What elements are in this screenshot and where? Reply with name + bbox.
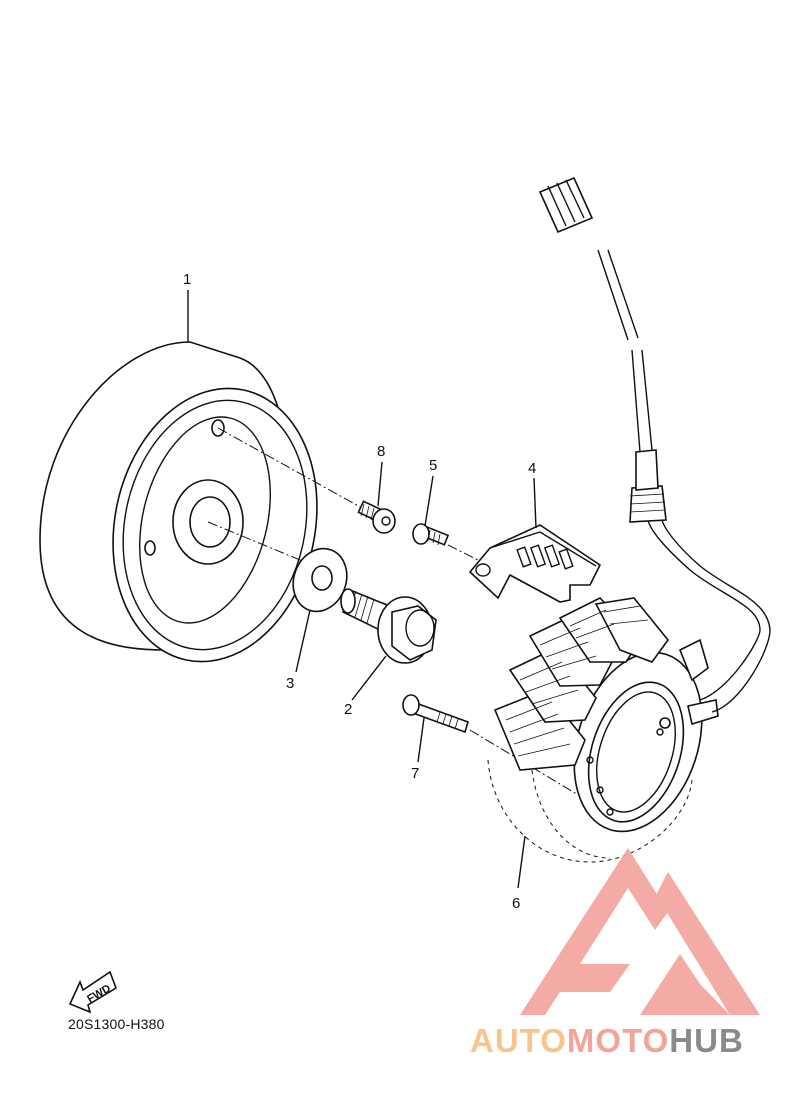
- stator-part-6: [487, 176, 771, 863]
- fwd-arrow-icon: FWD: [68, 970, 117, 1014]
- bolt-part-2: [340, 588, 437, 664]
- callout-7: 7: [411, 765, 419, 782]
- screw-part-8: [357, 500, 396, 534]
- leader-3: [295, 609, 311, 673]
- callout-8: 8: [377, 443, 385, 460]
- bolt-part-7: [402, 694, 469, 734]
- drawing-code: 20S1300-H380: [68, 1016, 165, 1032]
- leader-5: [424, 475, 434, 527]
- watermark-auto: AUTO: [470, 1022, 567, 1059]
- center-line-bolt-8: [217, 427, 363, 509]
- washer-part-3: [292, 547, 348, 613]
- watermark-hub: HUB: [669, 1022, 744, 1059]
- flywheel-rotor: [39, 341, 318, 663]
- watermark-brand-text: AUTOMOTOHUB: [470, 1022, 744, 1060]
- callout-2: 2: [344, 701, 352, 718]
- callouts: 1 8 5 4 3 2 7 6: [183, 271, 537, 912]
- leader-4: [533, 477, 537, 529]
- center-line-bolt-7: [469, 729, 581, 797]
- callout-3: 3: [286, 675, 294, 692]
- automotohub-logo: [520, 848, 760, 1015]
- callout-5: 5: [429, 457, 437, 474]
- screw-part-5: [412, 523, 450, 546]
- leader-7: [417, 717, 425, 763]
- leader-6: [517, 835, 526, 889]
- leader-8: [377, 461, 383, 507]
- callout-1: 1: [183, 271, 191, 288]
- callout-4: 4: [528, 460, 536, 477]
- watermark-moto: MOTO: [566, 1022, 670, 1059]
- callout-6: 6: [512, 895, 520, 912]
- plate-part-4: [468, 524, 602, 603]
- leader-2: [351, 655, 387, 701]
- center-line-screw-5: [447, 544, 479, 561]
